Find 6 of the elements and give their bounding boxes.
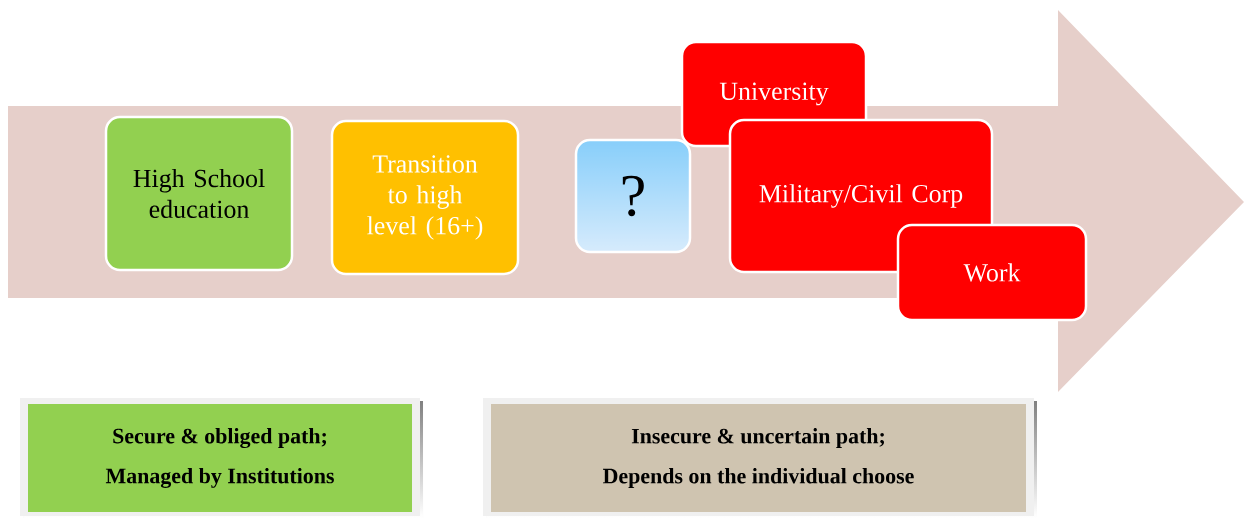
question-box: ? [574,138,692,254]
note-panel: Insecure & uncertain path; Depends on the individual choose [483,398,1037,518]
option-box: Work [896,223,1088,322]
note-panel: Secure & obliged path; Managed by Institutions [20,398,423,518]
step-box: Transition to high level (16+) [330,119,520,276]
step-box: High School education [104,115,294,272]
